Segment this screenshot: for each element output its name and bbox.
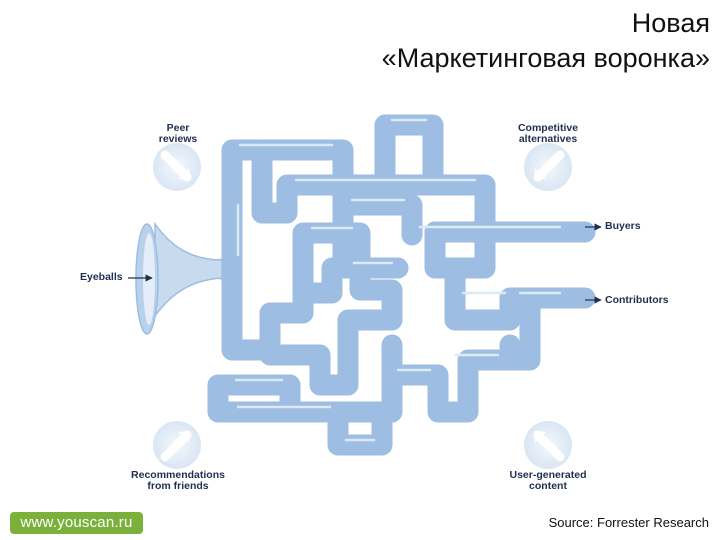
user-generated-label: User-generated content bbox=[509, 469, 587, 492]
maze-highlights bbox=[234, 118, 562, 442]
recommendations-label: Recommendations from friends bbox=[131, 469, 225, 492]
user-generated-icon bbox=[524, 421, 572, 469]
contributors-label: Contributors bbox=[605, 294, 669, 306]
competitive-alternatives-label: Competitive alternatives bbox=[517, 122, 579, 145]
buyers-label: Buyers bbox=[605, 220, 641, 232]
competitive-alternatives-icon bbox=[524, 143, 572, 191]
youscan-logo: www.youscan.ru bbox=[10, 512, 143, 534]
title-line-2: «Маркетинговая воронка» bbox=[381, 43, 710, 73]
recommendations-icon bbox=[153, 421, 201, 469]
funnel-horn bbox=[135, 221, 223, 335]
source-credit: Source: Forrester Research bbox=[548, 515, 709, 530]
eyeballs-label: Eyeballs bbox=[80, 271, 123, 283]
maze-pipes bbox=[207, 114, 596, 456]
title-line-1: Новая bbox=[631, 8, 710, 38]
peer-reviews-icon bbox=[153, 143, 201, 191]
slide-title: Новая «Маркетинговая воронка» bbox=[110, 6, 710, 76]
peer-reviews-label: Peer reviews bbox=[158, 122, 198, 145]
